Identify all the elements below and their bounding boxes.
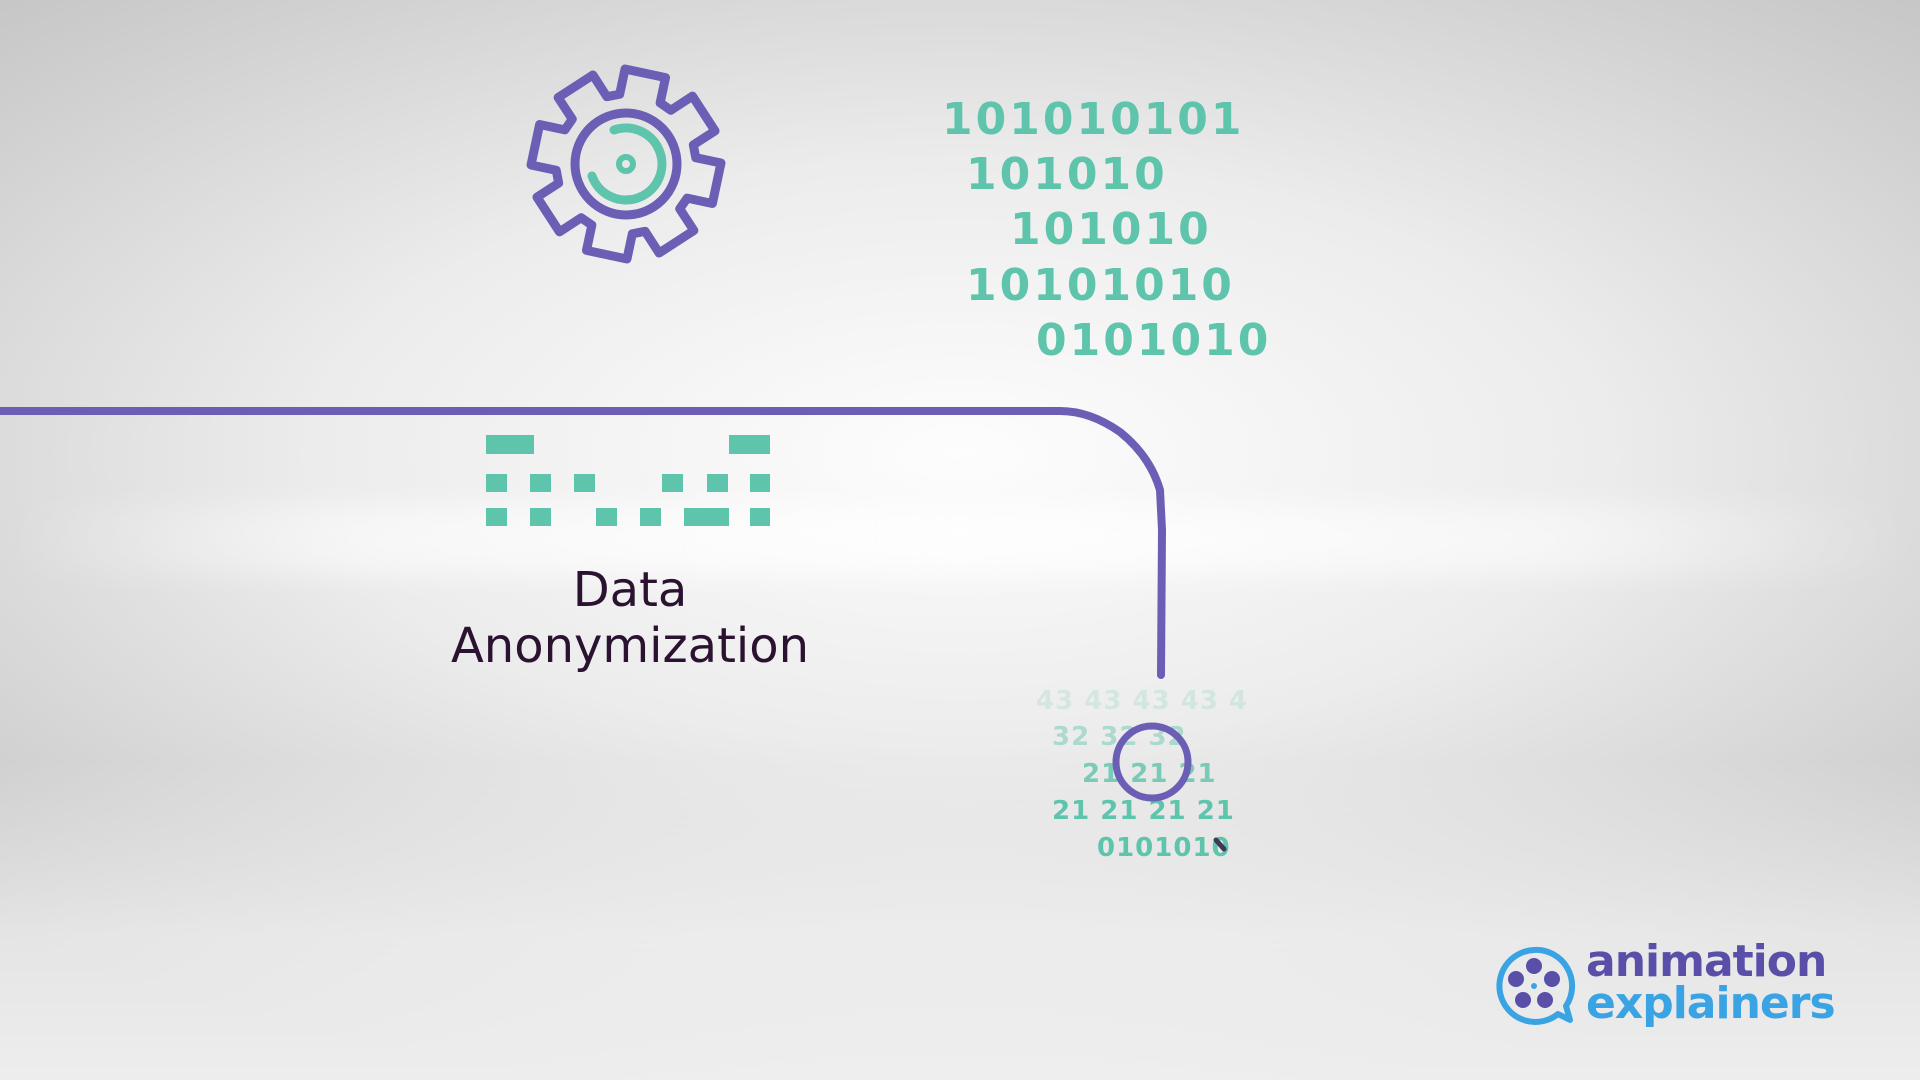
title-line-1: Data (572, 562, 688, 618)
brand-word-1: animation (1586, 936, 1827, 987)
speech-bubble-film-reel-icon (1496, 946, 1576, 1025)
anonymized-blocks (486, 435, 770, 526)
background-blur-band (0, 505, 1920, 575)
binary-line-5: 0101010 (1036, 315, 1272, 366)
cascade-line-3: 21 21 21 (1082, 759, 1217, 789)
brand-word-2: explainers (1586, 978, 1836, 1029)
background-bottom-fade (0, 760, 1920, 1080)
cascade-line-4: 21 21 21 21 (1052, 796, 1235, 826)
binary-line-4: 10101010 (966, 260, 1235, 311)
binary-line-3: 101010 (1010, 204, 1212, 255)
title-line-2: Anonymization (450, 618, 810, 674)
page-title: Data Anonymization (430, 562, 830, 674)
binary-line-1: 101010101 (942, 94, 1245, 145)
cascade-line-5: 0101010 (1097, 833, 1231, 863)
gear-icon (526, 64, 726, 264)
magnifier-icon (1112, 722, 1227, 852)
binary-line-2: 101010 (966, 149, 1168, 200)
cascade-line-1: 43 43 43 43 4 (1036, 686, 1249, 716)
